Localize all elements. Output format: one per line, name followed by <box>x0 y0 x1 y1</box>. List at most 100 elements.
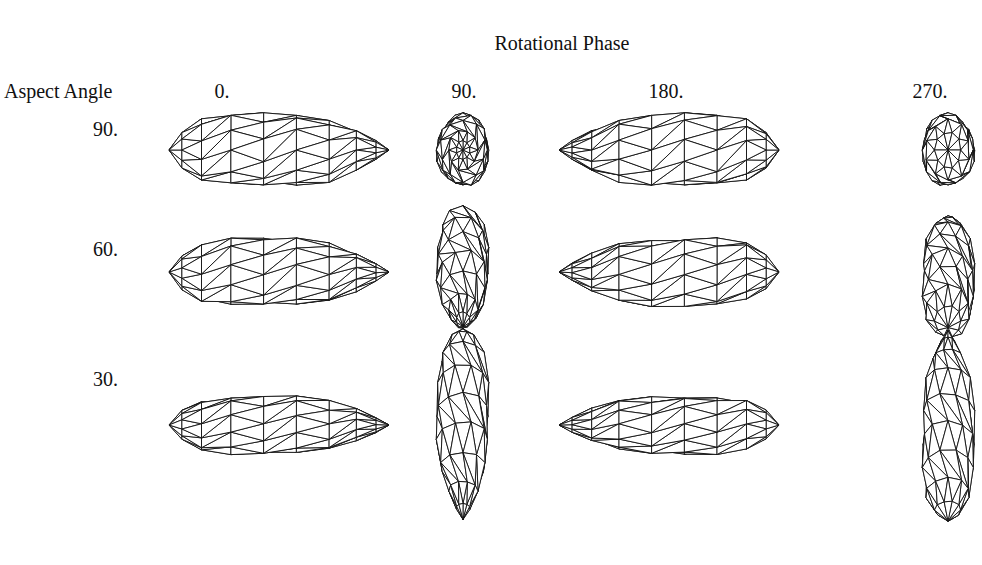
mesh-facet <box>619 415 652 433</box>
mesh-facet <box>944 350 962 370</box>
mesh-facet <box>592 438 619 449</box>
mesh-facet <box>182 424 202 438</box>
mesh-facet <box>376 272 389 281</box>
mesh-facet <box>766 150 779 168</box>
mesh-facet <box>376 264 389 272</box>
mesh-facet <box>169 259 182 272</box>
mesh-facet <box>592 257 619 280</box>
mesh-facet <box>463 250 477 274</box>
mesh-facet <box>572 429 592 438</box>
mesh-facet <box>470 147 478 153</box>
mesh-facet <box>559 425 572 432</box>
mesh-facet <box>766 133 779 150</box>
shape-view <box>169 113 389 185</box>
mesh-facet <box>619 246 652 264</box>
mesh-facet <box>449 147 457 153</box>
mesh-facet <box>448 397 471 423</box>
mesh-facet <box>376 147 389 153</box>
mesh-facet <box>459 312 463 327</box>
mesh-facet <box>766 268 779 279</box>
mesh-facet <box>766 150 779 168</box>
mesh-facet <box>356 258 376 268</box>
shape-view <box>436 206 488 328</box>
mesh-facet <box>766 420 779 429</box>
mesh-facet <box>202 401 231 424</box>
mesh-facet <box>356 419 376 429</box>
mesh-facet <box>356 150 376 162</box>
shape-view <box>169 396 389 455</box>
mesh-facet <box>619 129 652 150</box>
mesh-facet <box>684 139 717 161</box>
mesh-facet <box>296 257 329 275</box>
mesh-facet <box>717 409 747 432</box>
mesh-facet <box>766 150 779 160</box>
mesh-facet <box>448 365 463 397</box>
mesh-facet <box>766 150 779 167</box>
mesh-facet <box>264 129 297 161</box>
mesh-facet <box>766 133 779 150</box>
shape-view <box>559 238 779 307</box>
mesh-facet <box>592 140 619 161</box>
mesh-facet <box>559 147 572 153</box>
shape-view <box>922 216 974 337</box>
mesh-facet <box>559 264 572 272</box>
mesh-facet <box>296 300 329 305</box>
column-label: 180. <box>649 80 684 102</box>
mesh-facet <box>450 275 468 295</box>
mesh-facet <box>463 365 479 396</box>
mesh-facet <box>376 418 389 425</box>
mesh-facet <box>296 416 329 433</box>
mesh-facet <box>264 401 297 424</box>
mesh-facet <box>463 294 467 313</box>
mesh-facet <box>182 124 202 141</box>
mesh-facet <box>948 139 961 150</box>
mesh-facet <box>717 141 747 172</box>
mesh-facet <box>944 306 952 328</box>
mesh-facet <box>169 150 182 168</box>
mesh-facet <box>182 159 202 176</box>
axis-title: Rotational Phase <box>495 32 630 54</box>
mesh-facet <box>747 424 767 439</box>
mesh-facet <box>231 255 264 275</box>
mesh-facet <box>264 129 297 161</box>
mesh-facet <box>356 258 376 268</box>
mesh-facet <box>202 401 231 424</box>
mesh-facet <box>182 409 202 423</box>
mesh-facet <box>376 264 389 272</box>
mesh-facet <box>592 159 619 175</box>
mesh-facet <box>766 139 779 150</box>
mesh-facet <box>459 150 463 159</box>
mesh-facet <box>559 272 572 280</box>
mesh-facet <box>459 481 464 504</box>
mesh-facet <box>376 418 389 425</box>
mesh-facet <box>559 418 572 425</box>
column-label: 90. <box>452 80 477 102</box>
mesh-facet <box>376 418 389 425</box>
mesh-facet <box>572 258 592 267</box>
mesh-facet <box>559 268 572 273</box>
mesh-facet <box>717 141 747 172</box>
column-label: 0. <box>215 80 230 102</box>
mesh-facet <box>559 417 572 425</box>
mesh-facet <box>182 245 202 259</box>
mesh-facet <box>944 167 952 180</box>
mesh-facet <box>572 138 592 150</box>
mesh-facet <box>944 501 952 521</box>
mesh-facet <box>572 150 592 161</box>
mesh-facet <box>619 300 652 306</box>
mesh-facet <box>747 245 767 260</box>
mesh-facet <box>940 450 962 480</box>
mesh-facet <box>182 245 202 259</box>
mesh-facet <box>717 258 747 285</box>
mesh-facet <box>329 400 356 410</box>
mesh-facet <box>329 247 356 257</box>
mesh-facet <box>376 425 389 433</box>
mesh-facet <box>652 406 685 432</box>
mesh-facet <box>463 422 477 455</box>
mesh-facet <box>169 133 182 150</box>
mesh-facet <box>559 417 572 425</box>
mesh-facet <box>182 141 202 159</box>
mesh-facet <box>296 448 329 453</box>
